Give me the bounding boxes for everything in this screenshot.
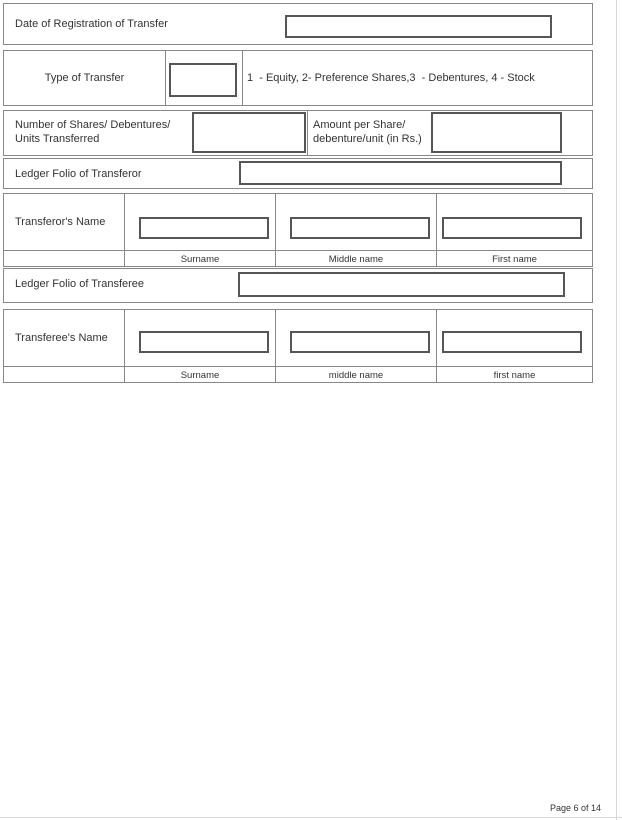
type-of-transfer-label-cell: Type of Transfer bbox=[4, 51, 166, 105]
amount-per-share-label-line2: debenture/unit (in Rs.) bbox=[313, 133, 422, 145]
transferor-middle-name-cell bbox=[275, 194, 436, 250]
type-of-transfer-input[interactable] bbox=[169, 63, 237, 97]
transferor-first-name-input[interactable] bbox=[442, 217, 582, 239]
shares-transferred-cell: Number of Shares/ Debentures/ Units Tran… bbox=[4, 111, 308, 155]
transferee-middle-name-cell bbox=[275, 310, 436, 366]
type-of-transfer-label: Type of Transfer bbox=[44, 72, 125, 84]
transferor-first-name-cell bbox=[436, 194, 592, 250]
transferor-ledger-folio-input[interactable] bbox=[239, 161, 562, 185]
transferor-surname-cell bbox=[124, 194, 275, 250]
transferee-first-name-cell bbox=[436, 310, 592, 366]
ledger-folio-transferor-label: Ledger Folio of Transferor bbox=[15, 168, 142, 180]
amount-per-share-cell: Amount per Share/ debenture/unit (in Rs.… bbox=[308, 111, 592, 155]
shares-transferred-label-line2: Units Transferred bbox=[15, 133, 100, 145]
shares-transferred-input[interactable] bbox=[192, 112, 306, 153]
ledger-folio-transferee-row: Ledger Folio of Transferee bbox=[3, 268, 593, 303]
type-of-transfer-row: Type of Transfer 1 - Equity, 2- Preferen… bbox=[3, 50, 593, 106]
shares-transferred-label-line1: Number of Shares/ Debentures/ bbox=[15, 119, 171, 131]
ledger-folio-transferor-row: Ledger Folio of Transferor bbox=[3, 158, 593, 189]
date-registration-row: Date of Registration of Transfer bbox=[3, 3, 593, 45]
page-edge-artifact-bottom bbox=[0, 817, 622, 818]
type-of-transfer-input-cell bbox=[166, 51, 243, 105]
amount-per-share-label: Amount per Share/ debenture/unit (in Rs.… bbox=[313, 118, 422, 146]
page-number: Page 6 of 14 bbox=[549, 803, 601, 813]
amount-per-share-label-line1: Amount per Share/ bbox=[313, 119, 406, 131]
transferee-ledger-folio-input[interactable] bbox=[238, 272, 565, 297]
transferee-name-label-cell: Transferee's Name bbox=[4, 310, 124, 366]
transferor-surname-sublabel: Surname bbox=[124, 250, 275, 267]
transferee-surname-sublabel: Surname bbox=[124, 366, 275, 383]
transferee-middle-name-input[interactable] bbox=[290, 331, 430, 353]
transferee-name-row: Transferee's Name Surname middle name fi… bbox=[3, 309, 593, 383]
transferee-sub-blank-cell bbox=[4, 366, 124, 383]
transferor-name-label-cell: Transferor's Name bbox=[4, 194, 124, 250]
quantity-row: Number of Shares/ Debentures/ Units Tran… bbox=[3, 110, 593, 156]
date-registration-label: Date of Registration of Transfer bbox=[15, 18, 168, 30]
ledger-folio-transferee-label: Ledger Folio of Transferee bbox=[15, 278, 145, 290]
transferee-name-label: Transferee's Name bbox=[15, 332, 108, 344]
type-of-transfer-options-cell: 1 - Equity, 2- Preference Shares,3 - Deb… bbox=[243, 51, 592, 105]
transferee-first-name-input[interactable] bbox=[442, 331, 582, 353]
transferor-sub-blank-cell bbox=[4, 250, 124, 267]
transferee-surname-cell bbox=[124, 310, 275, 366]
transferor-name-label: Transferor's Name bbox=[15, 216, 106, 228]
transferor-name-row: Transferor's Name Surname Middle name Fi… bbox=[3, 193, 593, 267]
transferee-first-name-sublabel: first name bbox=[436, 366, 592, 383]
transferor-first-name-sublabel: First name bbox=[436, 250, 592, 267]
transferee-surname-input[interactable] bbox=[139, 331, 269, 353]
transferor-middle-name-sublabel: Middle name bbox=[275, 250, 436, 267]
shares-transferred-label: Number of Shares/ Debentures/ Units Tran… bbox=[15, 118, 170, 146]
transferor-surname-input[interactable] bbox=[139, 217, 269, 239]
transferee-middle-name-sublabel: middle name bbox=[275, 366, 436, 383]
type-of-transfer-options-text: 1 - Equity, 2- Preference Shares,3 - Deb… bbox=[247, 72, 535, 84]
page-edge-artifact-right bbox=[616, 0, 617, 820]
amount-per-share-input[interactable] bbox=[431, 112, 562, 153]
transferor-middle-name-input[interactable] bbox=[290, 217, 430, 239]
date-registration-input[interactable] bbox=[285, 15, 552, 38]
